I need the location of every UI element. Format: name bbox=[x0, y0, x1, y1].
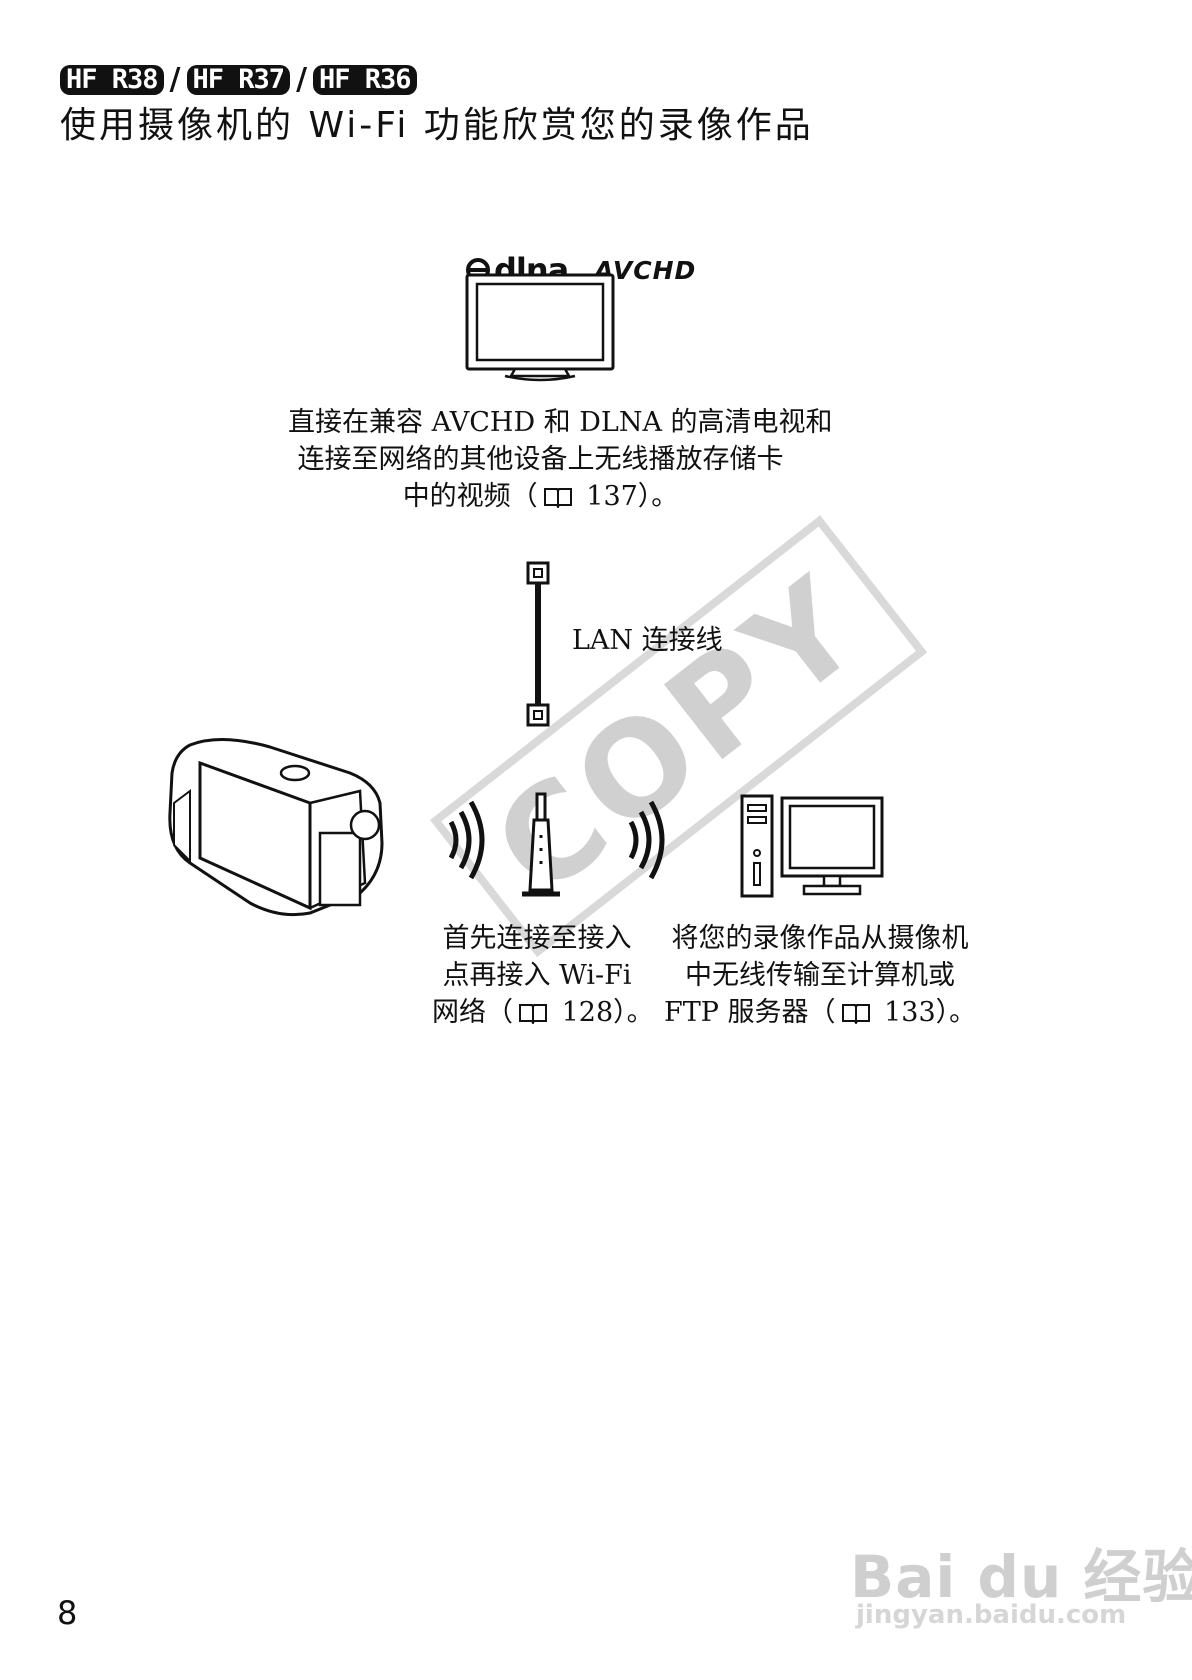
ap-caption-ref-prefix: 网络（ bbox=[432, 997, 513, 1028]
ap-caption-line3: 网络（ 128）。 bbox=[432, 994, 654, 1031]
badge-separator: / bbox=[296, 62, 308, 97]
tv-caption-ref-prefix: 中的视频（ bbox=[402, 481, 538, 512]
baidu-watermark-logo: Bai du 经验 bbox=[850, 1543, 1192, 1611]
model-badges: HF R38 / HF R37 / HF R36 bbox=[60, 62, 417, 97]
wireless-signal-icon bbox=[628, 800, 665, 880]
tv-caption-line3: 中的视频（ 137）。 bbox=[288, 478, 793, 515]
ap-caption: 首先连接至接入 点再接入 Wi-Fi 网络（ 128）。 bbox=[432, 920, 654, 1031]
tv-caption-ref-page: 137）。 bbox=[577, 481, 679, 512]
pc-caption-line2: 中无线传输至计算机或 bbox=[685, 960, 955, 991]
pc-caption-line1: 将您的录像作品从摄像机 bbox=[671, 923, 969, 954]
baidu-watermark-url: jingyan.baidu.com bbox=[856, 1600, 1127, 1630]
tv-caption: 直接在兼容 AVCHD 和 DLNA 的高清电视和 连接至网络的其他设备上无线播… bbox=[288, 404, 833, 515]
page-number: 8 bbox=[57, 1594, 78, 1632]
tv-caption-line2: 连接至网络的其他设备上无线播放存储卡 bbox=[297, 444, 784, 475]
book-icon bbox=[519, 1004, 547, 1024]
pc-caption-line3: FTP 服务器（ 133）。 bbox=[664, 994, 976, 1031]
model-badge-r37: HF R37 bbox=[186, 64, 291, 95]
access-point-icon bbox=[522, 792, 560, 897]
page-title: 使用摄像机的 Wi-Fi 功能欣赏您的录像作品 bbox=[60, 105, 814, 146]
lan-cable-label: LAN 连接线 bbox=[572, 625, 723, 656]
book-icon bbox=[841, 1004, 870, 1024]
book-icon bbox=[543, 488, 572, 508]
model-badge-r36: HF R36 bbox=[313, 64, 417, 95]
model-badge-r38: HF R38 bbox=[60, 64, 164, 95]
camcorder-icon bbox=[168, 738, 384, 917]
ap-caption-ref-page: 128）。 bbox=[553, 997, 654, 1028]
badge-separator: / bbox=[169, 62, 181, 97]
tv-caption-line1: 直接在兼容 AVCHD 和 DLNA 的高清电视和 bbox=[288, 407, 833, 438]
ap-caption-line2: 点再接入 Wi-Fi bbox=[442, 960, 632, 991]
pc-caption-ref-page: 133）。 bbox=[875, 997, 977, 1028]
tv-icon bbox=[465, 273, 615, 382]
wireless-signal-icon bbox=[448, 800, 485, 880]
lan-cable-icon bbox=[526, 561, 550, 727]
pc-caption-ref-prefix: FTP 服务器（ bbox=[664, 997, 836, 1028]
computer-icon bbox=[740, 794, 884, 898]
pc-caption: 将您的录像作品从摄像机 中无线传输至计算机或 FTP 服务器（ 133）。 bbox=[664, 920, 976, 1031]
ap-caption-line1: 首先连接至接入 bbox=[442, 923, 632, 954]
